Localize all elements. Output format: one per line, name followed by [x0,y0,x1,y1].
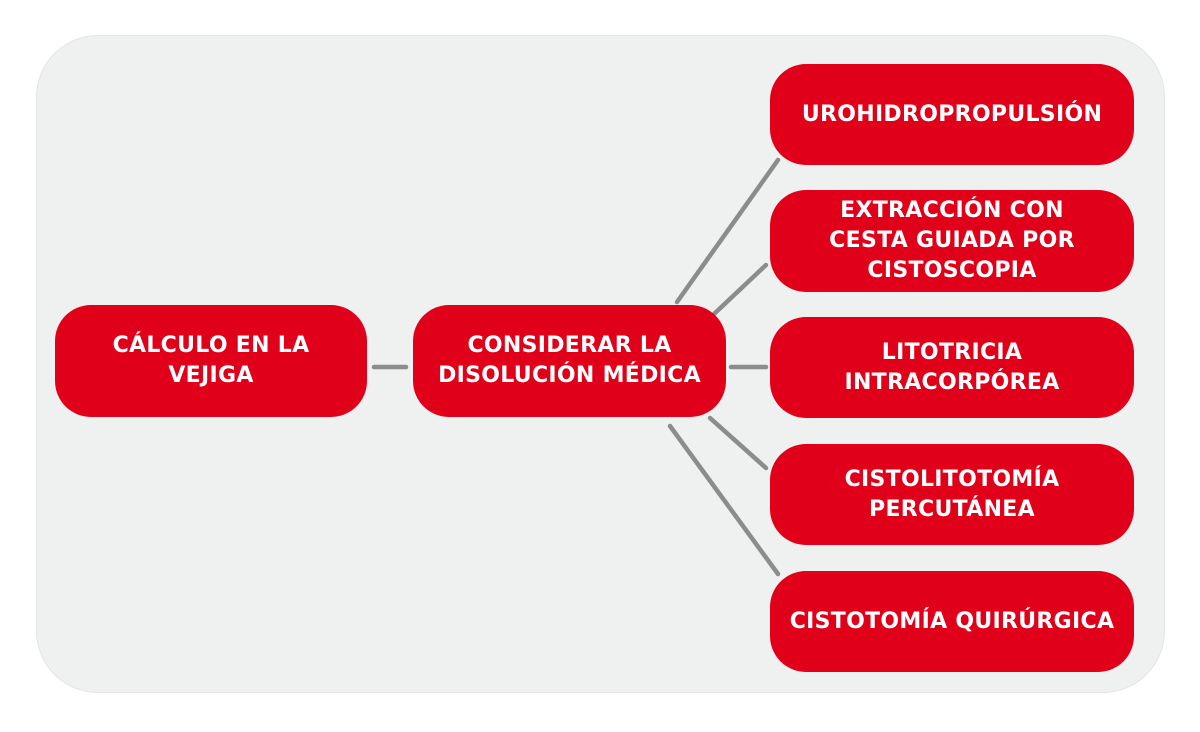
connector-middle-option-1 [674,157,781,305]
option-node-cystoscopic-basket-extraction: EXTRACCIÓN CON CESTA GUIADA POR CISTOSCO… [770,190,1134,292]
connector-middle-option-4 [707,415,769,471]
root-node-bladder-stone: CÁLCULO EN LA VEJIGA [55,305,367,417]
option-node-surgical-cystotomy: CISTOTOMÍA QUIRÚRGICA [770,571,1134,672]
option-node-percutaneous-cystolithotomy: CISTOLITOTOMÍA PERCUTÁNEA [770,444,1134,545]
option-node-intracorporeal-lithotripsy: LITOTRICIA INTRACORPÓREA [770,317,1134,418]
middle-node-medical-dissolution: CONSIDERAR LA DISOLUCIÓN MÉDICA [413,305,726,417]
connector-middle-option-2 [711,262,769,317]
connector-middle-option-5 [667,423,781,577]
option-node-urohydropropulsion: UROHIDROPROPULSIÓN [770,64,1134,165]
